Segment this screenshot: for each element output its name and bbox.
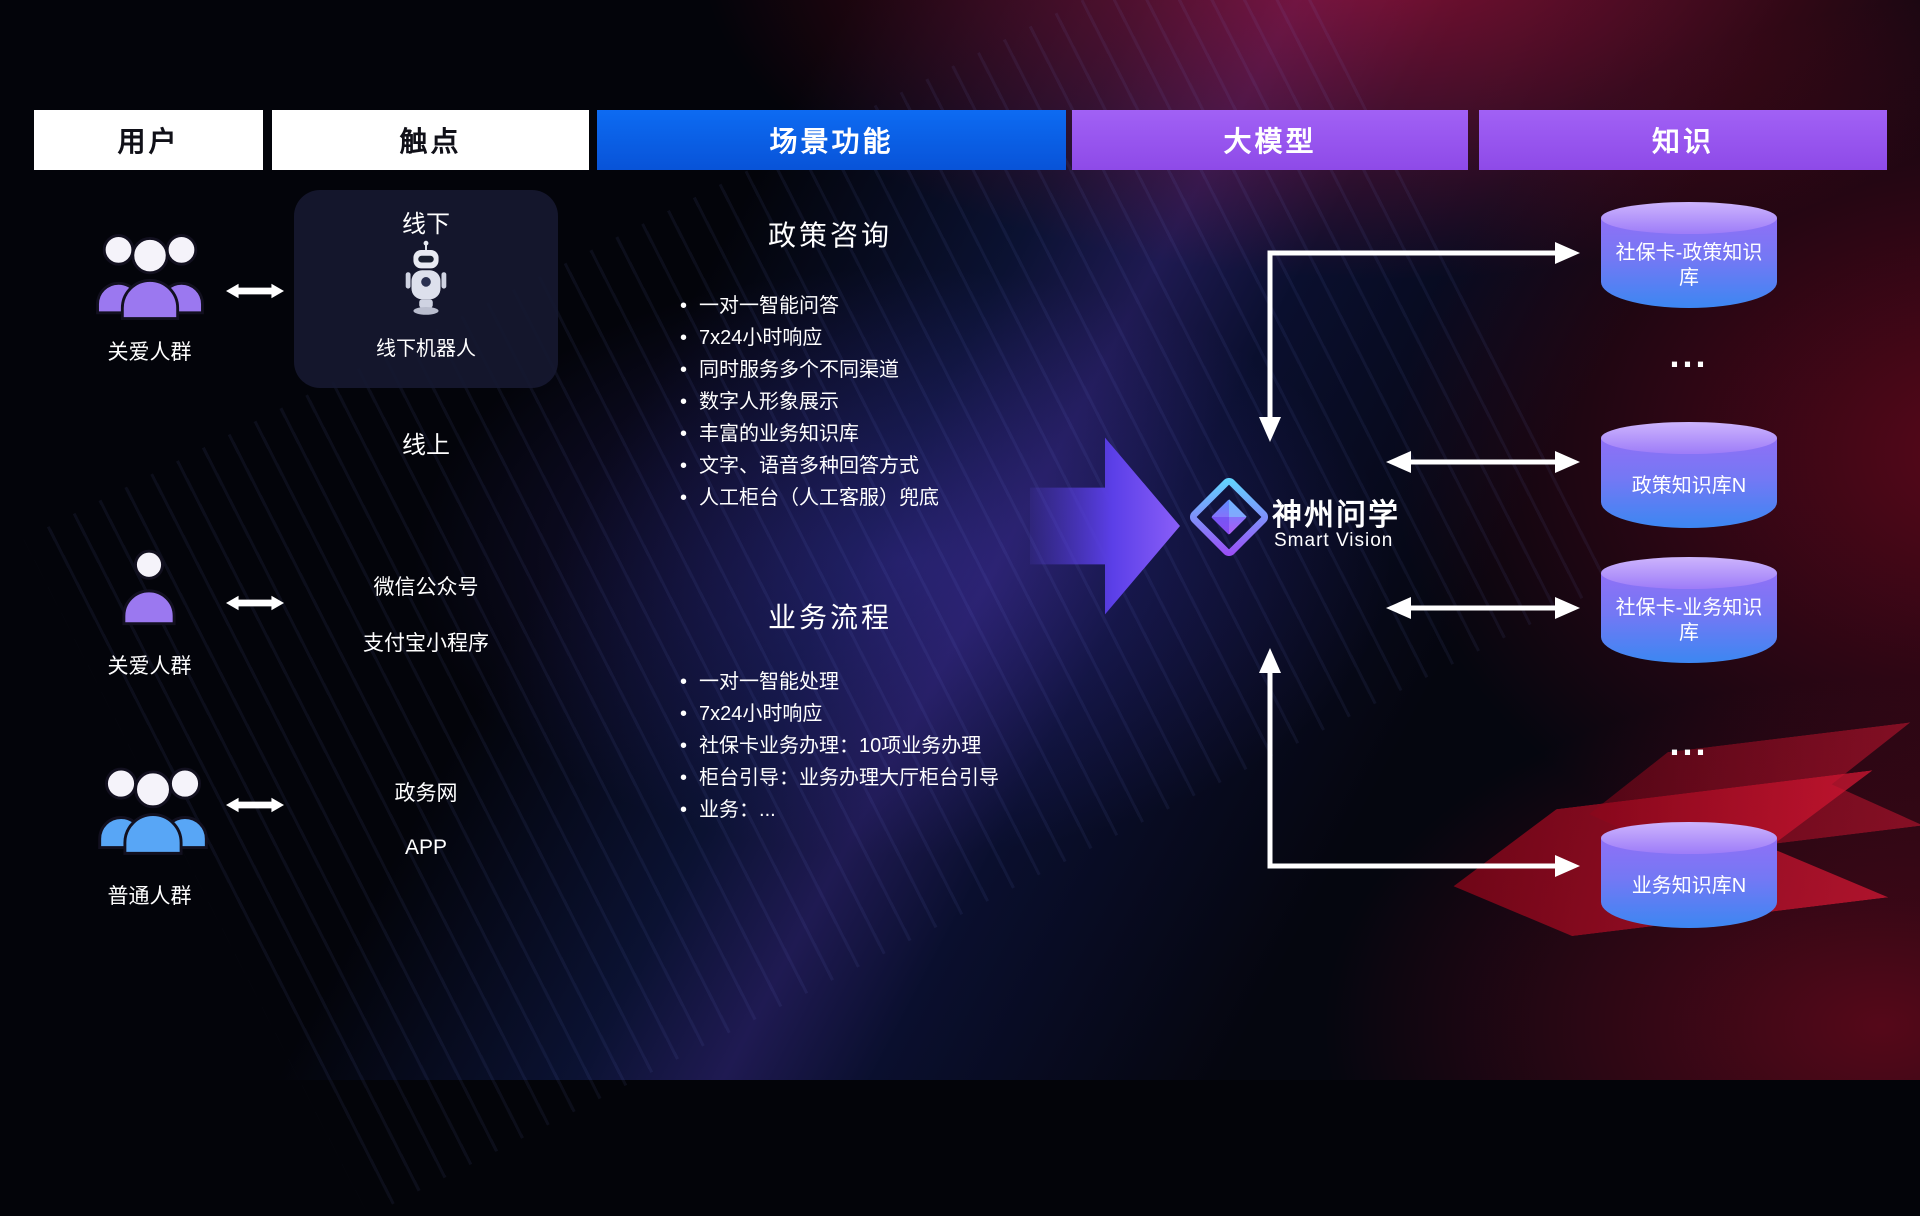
double-arrow-icon: [226, 280, 284, 302]
db-label: 政策知识库N: [1631, 474, 1747, 497]
user-group-label: 关爱人群: [107, 655, 192, 678]
db-label: 业务知识库N: [1631, 874, 1747, 897]
list-item: 人工柜台（人工客服）兜底: [680, 482, 939, 514]
section-title-policy: 政策咨询: [767, 220, 892, 251]
offline-title: 线下: [402, 211, 450, 238]
single-person-icon: [120, 548, 178, 631]
ellipsis-more: ...: [1669, 722, 1709, 763]
double-arrow-icon: [226, 592, 284, 614]
brand-logo-icon: [1189, 477, 1269, 561]
cylinder-cap: [1601, 202, 1777, 234]
channel-alipay: 支付宝小程序: [363, 632, 489, 655]
cylinder-cap: [1601, 422, 1777, 454]
offline-robot-label: 线下机器人: [376, 338, 476, 360]
knowledge-db-sscard-business: 社保卡-业务知识库: [1601, 557, 1777, 663]
db-label: 社保卡-业务知识库: [1615, 597, 1763, 644]
channel-gov-web: 政务网: [394, 782, 458, 805]
list-item: 一对一智能处理: [680, 666, 999, 698]
list-item: 文字、语音多种回答方式: [680, 450, 939, 482]
list-item: 7x24小时响应: [680, 322, 939, 354]
user-group-label: 普通人群: [107, 885, 192, 908]
section-title-business: 业务流程: [767, 602, 892, 633]
group-people-icon: [88, 212, 212, 329]
business-feature-list: 一对一智能处理 7x24小时响应 社保卡业务办理：10项业务办理 柜台引导：业务…: [680, 666, 999, 826]
brand-subtitle: Smart Vision: [1274, 530, 1394, 551]
list-item: 业务：...: [680, 794, 999, 826]
knowledge-db-policy-n: 政策知识库N: [1601, 422, 1777, 528]
online-title: 线上: [402, 432, 450, 459]
knowledge-db-sscard-policy: 社保卡-政策知识库: [1601, 202, 1777, 308]
knowledge-db-business-n: 业务知识库N: [1601, 822, 1777, 928]
list-item: 同时服务多个不同渠道: [680, 354, 939, 386]
ellipsis-more: ...: [1669, 334, 1709, 375]
db-label: 社保卡-政策知识库: [1615, 242, 1763, 289]
double-arrow-icon: [226, 794, 284, 816]
list-item: 7x24小时响应: [680, 698, 999, 730]
list-item: 社保卡业务办理：10项业务办理: [680, 730, 999, 762]
column-header-knowledge: 知识: [1479, 110, 1887, 170]
column-header-touchpoints: 触点: [272, 110, 589, 170]
group-people-icon: [90, 746, 216, 863]
user-group-label: 关爱人群: [107, 341, 192, 364]
column-header-users: 用户: [34, 110, 263, 170]
offline-touchpoint-card: 线下 线下机器人: [294, 190, 558, 388]
brand-name: 神州问学: [1272, 499, 1400, 532]
cylinder-cap: [1601, 822, 1777, 854]
cylinder-cap: [1601, 557, 1777, 589]
robot-icon: [397, 238, 455, 323]
channel-app: APP: [404, 836, 448, 859]
policy-feature-list: 一对一智能问答 7x24小时响应 同时服务多个不同渠道 数字人形象展示 丰富的业…: [680, 290, 939, 514]
list-item: 柜台引导：业务办理大厅柜台引导: [680, 762, 999, 794]
channel-wechat: 微信公众号: [373, 576, 479, 599]
column-header-scenario: 场景功能: [597, 110, 1066, 170]
column-header-model: 大模型: [1072, 110, 1468, 170]
list-item: 一对一智能问答: [680, 290, 939, 322]
list-item: 数字人形象展示: [680, 386, 939, 418]
list-item: 丰富的业务知识库: [680, 418, 939, 450]
